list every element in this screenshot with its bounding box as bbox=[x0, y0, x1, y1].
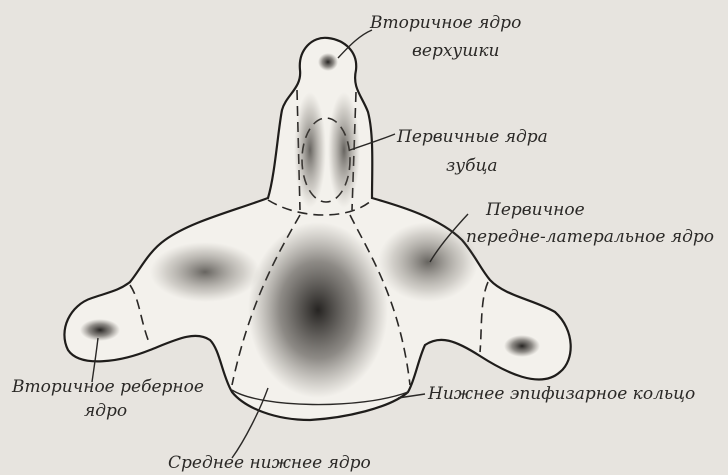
dens-nucleus-left bbox=[294, 92, 326, 208]
costal-nucleus-right bbox=[504, 335, 540, 357]
label-apex-line2: верхушки bbox=[412, 41, 500, 61]
apex-nucleus-center bbox=[318, 53, 338, 71]
dens-nucleus-right bbox=[328, 92, 360, 208]
label-anterolateral-line1: Первичное bbox=[485, 200, 585, 220]
label-dens-line1: Первичные ядра bbox=[396, 127, 548, 147]
lateral-nucleus-left bbox=[150, 242, 260, 302]
label-dens-line2: зубца bbox=[446, 156, 498, 176]
label-middle-inferior: Среднее нижнее ядро bbox=[168, 453, 371, 473]
label-anterolateral-line2: передне-латеральное ядро bbox=[466, 227, 714, 247]
label-costal-line2: ядро bbox=[84, 401, 127, 421]
label-apex-line1: Вторичное ядро bbox=[369, 13, 521, 33]
costal-nucleus-left bbox=[80, 319, 120, 341]
label-costal-line1: Вторичное реберное bbox=[11, 377, 204, 397]
label-epiphyseal-ring: Нижнее эпифизарное кольцо bbox=[427, 384, 695, 404]
lateral-nucleus-right bbox=[378, 222, 478, 302]
body-nucleus-center bbox=[248, 222, 388, 398]
